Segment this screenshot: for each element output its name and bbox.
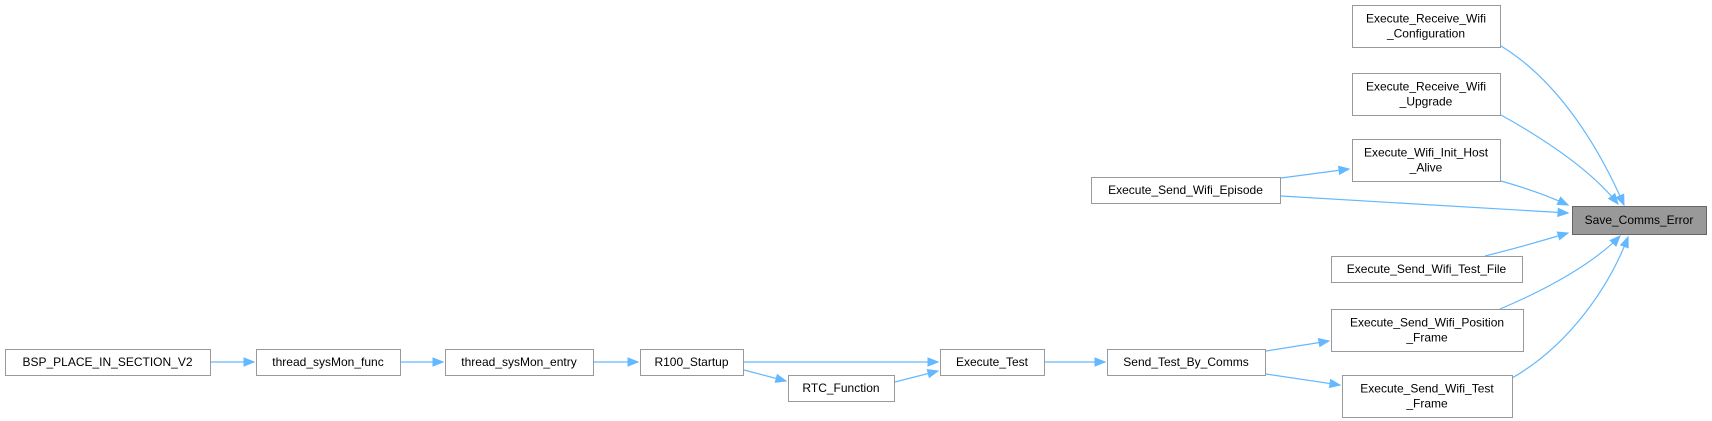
- node-label: Save_Comms_Error: [1585, 213, 1694, 227]
- node-label: BSP_PLACE_IN_SECTION_V2: [22, 355, 192, 369]
- edge-exec_recv_wifi_upgrade-to-save_comms_error: [1500, 114, 1619, 206]
- edge-line: [1484, 232, 1569, 257]
- arrowhead: [432, 357, 445, 367]
- edge-line: [1280, 195, 1569, 214]
- arrowhead: [243, 357, 256, 367]
- node-box: [1572, 206, 1707, 235]
- edge-exec_send_wifi_episode-to-exec_wifi_init_host_alive: [1280, 165, 1351, 179]
- node-exec-send-wifi-test-frame[interactable]: Execute_Send_Wifi_Test_Frame: [1342, 375, 1513, 418]
- node-box: [1107, 349, 1266, 376]
- arrowhead: [1557, 207, 1570, 218]
- node-r100-startup[interactable]: R100_Startup: [640, 349, 744, 376]
- edge-rtc_function-to-execute_test: [894, 369, 940, 383]
- edge-r100_startup-to-execute_test: [744, 357, 940, 367]
- arrowhead: [774, 373, 788, 383]
- node-box: [940, 349, 1045, 376]
- edge-line: [1500, 45, 1625, 206]
- node-exec-recv-wifi-config[interactable]: Execute_Receive_Wifi_Configuration: [1352, 5, 1501, 48]
- arrowhead: [1615, 193, 1625, 207]
- edge-line: [1265, 340, 1330, 352]
- node-box: [1342, 375, 1513, 418]
- node-save-comms-error[interactable]: Save_Comms_Error: [1572, 206, 1707, 235]
- arrowhead: [1094, 357, 1107, 367]
- edges-layer: [211, 45, 1629, 389]
- node-box: [1352, 139, 1501, 182]
- node-label: _Frame: [1405, 331, 1448, 345]
- node-label: _Configuration: [1386, 27, 1465, 41]
- node-send-test-by-comms[interactable]: Send_Test_By_Comms: [1107, 349, 1266, 376]
- node-execute-test[interactable]: Execute_Test: [940, 349, 1045, 376]
- node-label: Execute_Receive_Wifi: [1366, 12, 1486, 26]
- edge-exec_send_wifi_episode-to-save_comms_error: [1280, 195, 1570, 218]
- node-exec-send-wifi-episode[interactable]: Execute_Send_Wifi_Episode: [1091, 177, 1281, 204]
- node-box: [1352, 73, 1501, 116]
- node-box: [5, 349, 211, 376]
- node-label: Execute_Wifi_Init_Host: [1364, 146, 1489, 160]
- edge-exec_wifi_init_host_alive-to-save_comms_error: [1500, 180, 1570, 206]
- nodes-layer: Save_Comms_ErrorExecute_Receive_Wifi_Con…: [5, 5, 1707, 418]
- edge-line: [1280, 168, 1350, 179]
- node-rtc-function[interactable]: RTC_Function: [788, 375, 895, 402]
- edge-line: [1500, 180, 1569, 206]
- arrowhead: [1328, 378, 1342, 389]
- node-label: _Upgrade: [1399, 95, 1453, 109]
- edge-send_test_by_comms-to-exec_send_wifi_test_frame: [1265, 373, 1342, 389]
- node-exec-recv-wifi-upgrade[interactable]: Execute_Receive_Wifi_Upgrade: [1352, 73, 1501, 116]
- node-label: _Alive: [1409, 161, 1443, 175]
- node-thread-sysmon-func[interactable]: thread_sysMon_func: [256, 349, 401, 376]
- edge-execute_test-to-send_test_by_comms: [1045, 357, 1107, 367]
- node-label: _Frame: [1405, 397, 1448, 411]
- node-label: Execute_Receive_Wifi: [1366, 80, 1486, 94]
- edge-line: [1500, 114, 1619, 205]
- node-box: [445, 349, 594, 376]
- node-label: Execute_Test: [956, 355, 1029, 369]
- node-label: thread_sysMon_func: [272, 355, 383, 369]
- node-label: Execute_Send_Wifi_Test: [1360, 382, 1494, 396]
- node-exec-send-wifi-position-frame[interactable]: Execute_Send_Wifi_Position_Frame: [1331, 309, 1524, 352]
- node-label: Execute_Send_Wifi_Position: [1350, 316, 1504, 330]
- node-box: [1331, 309, 1524, 352]
- node-label: Execute_Send_Wifi_Test_File: [1347, 262, 1507, 276]
- arrowhead: [926, 369, 940, 379]
- arrowhead: [1317, 337, 1331, 348]
- node-box: [788, 375, 895, 402]
- arrowhead: [1556, 231, 1570, 241]
- node-box: [1352, 5, 1501, 48]
- arrowhead: [627, 357, 640, 367]
- node-exec-send-wifi-test-file[interactable]: Execute_Send_Wifi_Test_File: [1331, 256, 1523, 283]
- edge-line: [1265, 373, 1341, 386]
- node-label: R100_Startup: [654, 355, 728, 369]
- arrowhead: [1619, 235, 1629, 249]
- arrowhead: [1609, 235, 1621, 247]
- edge-thread_sysmon_entry-to-r100_startup: [594, 357, 640, 367]
- node-label: thread_sysMon_entry: [461, 355, 576, 369]
- node-label: Send_Test_By_Comms: [1123, 355, 1248, 369]
- node-box: [1331, 256, 1523, 283]
- node-box: [1091, 177, 1281, 204]
- edge-line: [1511, 236, 1629, 379]
- arrowhead: [1338, 165, 1351, 176]
- arrowhead: [1556, 196, 1570, 206]
- node-label: RTC_Function: [802, 381, 879, 395]
- node-exec-wifi-init-host-alive[interactable]: Execute_Wifi_Init_Host_Alive: [1352, 139, 1501, 182]
- node-label: Execute_Send_Wifi_Episode: [1108, 183, 1263, 197]
- node-box: [256, 349, 401, 376]
- edge-thread_sysmon_func-to-thread_sysmon_entry: [401, 357, 445, 367]
- edge-exec_recv_wifi_config-to-save_comms_error: [1500, 45, 1625, 207]
- arrowhead: [1607, 192, 1619, 206]
- edge-exec_send_wifi_test_file-to-save_comms_error: [1484, 231, 1570, 257]
- edge-send_test_by_comms-to-exec_send_wifi_position_frame: [1265, 337, 1331, 352]
- arrowhead: [927, 357, 940, 367]
- node-box: [640, 349, 744, 376]
- edge-line: [1499, 235, 1621, 310]
- node-thread-sysmon-entry[interactable]: thread_sysMon_entry: [445, 349, 594, 376]
- edge-bsp_place_in_section_v2-to-thread_sysmon_func: [211, 357, 256, 367]
- edge-exec_send_wifi_test_frame-to-save_comms_error: [1511, 235, 1629, 379]
- edge-r100_startup-to-rtc_function: [743, 369, 788, 383]
- edge-exec_send_wifi_position_frame-to-save_comms_error: [1499, 235, 1621, 310]
- node-bsp-place-in-section-v2[interactable]: BSP_PLACE_IN_SECTION_V2: [5, 349, 211, 376]
